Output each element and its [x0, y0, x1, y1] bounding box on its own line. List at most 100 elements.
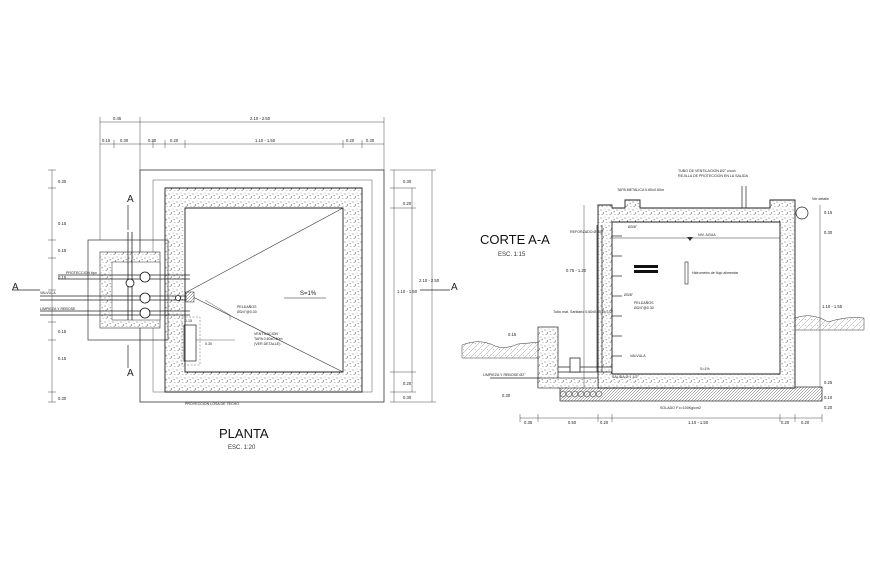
plan-label-030: 0.30: [205, 342, 212, 346]
section-bottom-dim-4: 0.20: [781, 420, 790, 425]
base-solado: [559, 386, 823, 402]
access-hatch: [183, 324, 197, 362]
tank-walls: [164, 187, 363, 393]
plan-dim-left-5: 0.15: [58, 356, 67, 361]
plan-label-detail: (VER DETALLE): [254, 342, 281, 346]
plan-scale: ESC. 1:20: [228, 445, 256, 451]
plan-dim-right-mid: 1.10 - 1.50: [397, 289, 418, 294]
plan-bottom-note: PROYECCION LOSA DE TECHO: [185, 402, 239, 406]
plan-label-015: 0.15: [185, 319, 192, 323]
section-label-reinforced: REFORZADO Ø 3/8": [570, 230, 604, 234]
section-dim-height: 0.75 - 1.20: [566, 268, 587, 273]
plan-pipes: [40, 232, 190, 320]
plan-left-dims: [48, 169, 56, 403]
valves: [125, 271, 181, 319]
section-dim-left2: 0.30: [502, 393, 511, 398]
section-title: CORTE A-A: [480, 232, 550, 247]
section-dim-010: 0.10: [824, 395, 833, 400]
plan-dim-r2-4: 1.10 - 1.50: [255, 138, 276, 143]
section-walls: [597, 199, 796, 389]
plan-dim-right-3: 0.30: [403, 395, 412, 400]
vent-cap: [795, 206, 809, 220]
section-bottom-dim-2: 0.20: [600, 420, 609, 425]
plan-dim-right-1: 0.20: [403, 201, 412, 206]
section-label-float: Hidrometro de flujo alimentar: [692, 271, 739, 275]
section-mark-a-left: A: [12, 282, 19, 293]
section-pipes: [490, 186, 747, 379]
plan-label-steps: PELDAÑOS: [237, 304, 257, 309]
section-mark-a-right: A: [451, 282, 458, 293]
access-hatch-dashed: [181, 316, 201, 366]
section-dim-side: 1.10 - 1.55: [822, 304, 843, 309]
plan-right-dims: [390, 169, 436, 403]
section-label-cover: TAPA METALICA 0.60x0.60m: [617, 188, 664, 192]
section-dim-025: 0.25: [824, 380, 833, 385]
plan-label-ventilation: VENTILACION: [254, 332, 278, 336]
section-label-cleaning: LIMPIEZA Y REBOSE Ø2": [483, 373, 526, 377]
section-bottom-dim-1: 0.50: [568, 420, 577, 425]
plan-dim-left-4: 0.15: [58, 329, 67, 334]
section-label-base: SOLADO F'c=100Kg/cm2: [660, 406, 701, 410]
plan-title: PLANTA: [219, 426, 269, 441]
section-label-outlet: SALIDA Ø 1 1/2": [612, 375, 639, 379]
plan-slope: S=1%: [300, 291, 317, 297]
ground-right: [794, 315, 865, 331]
section-label-vent-pipe: TUBO DE VENTILACION Ø2" c/con: [678, 169, 736, 173]
plan-dim-left-0: 0.30: [58, 179, 67, 184]
float-valve: [684, 261, 689, 285]
section-dim-vent: 0.30: [824, 230, 833, 235]
valve-chamber-floor: [537, 377, 599, 389]
step-irons: [612, 235, 622, 357]
plan-dim-r2-3: 0.20: [170, 138, 179, 143]
plan-dim-left-6: 0.30: [58, 396, 67, 401]
plan-dim-right-2: 0.20: [403, 381, 412, 386]
section-label-valve: VALVULA: [630, 354, 646, 358]
section-bottom-dim-5: 0.20: [801, 420, 810, 425]
section-label-slope: S=1%: [700, 367, 710, 371]
section-mark-a-top: A: [127, 194, 134, 205]
plan-top-dims: [99, 117, 385, 240]
ground-left: [461, 341, 541, 359]
plan-dim-left-3: 0.15: [58, 275, 67, 280]
section-mark-a-bottom: A: [127, 368, 134, 379]
wall-penetration: [185, 291, 195, 303]
slab-diagonal-2: [184, 292, 344, 373]
plan-dim-r2-0: 0.15: [102, 138, 111, 143]
plan-label-step-size: Ø3/4"@0.30: [237, 310, 257, 314]
plan-section-marks: [12, 205, 450, 368]
plan-dim-r2-1: 0.30: [120, 138, 129, 143]
valve-box-cavity: [111, 261, 161, 321]
section-bottom-dim-0: 0.35: [524, 420, 533, 425]
section-label-step-size: Ø3/4"@0.30: [634, 306, 654, 310]
plan-view: A A A A S=1% PROTECCION tipo VALVULA LIM…: [12, 116, 458, 451]
plan-label-cleaning: LIMPIEZA Y REBOSE: [40, 307, 76, 311]
plan-dim-right-outer: 2.10 - 2.50: [419, 278, 440, 283]
plan-dim-r2-2: 0.30: [148, 138, 157, 143]
slab-diagonal: [184, 207, 344, 294]
plan-label-cover: TAPA 0.60x0.60m: [254, 337, 282, 341]
section-view: TUBO DE VENTILACION Ø2" c/con REJILLA DE…: [461, 169, 865, 425]
plan-dim-left-1: 0.15: [58, 221, 67, 226]
section-label-vent-mesh: REJILLA DE PROTECCION EN LA SALIDA: [678, 174, 749, 178]
plan-label-protection: PROTECCION tipo: [66, 271, 97, 275]
section-label-rebar: Ø3/8": [628, 225, 638, 229]
plan-dim-left-2: 0.15: [58, 248, 67, 253]
plan-dim-r2-5: 0.20: [346, 138, 355, 143]
section-dim-020: 0.20: [824, 405, 833, 410]
section-scale: ESC. 1:15: [498, 252, 526, 258]
section-label-inlet: Tubo mat. Sanitario 0.60x0.60 Ø=1/2": [553, 310, 614, 314]
plan-label-valve: VALVULA: [40, 291, 56, 295]
plan-dim-r2-6: 0.30: [366, 138, 375, 143]
section-dim-top: 0.15: [824, 210, 833, 215]
section-dim-left1: 0.15: [508, 332, 517, 337]
section-dims: [519, 205, 823, 422]
gravel: [559, 390, 603, 398]
outlet-valve: [569, 357, 581, 373]
section-bottom-dim-3: 1.10 - 1.50: [688, 420, 709, 425]
plan-dim-top-045: 0.45: [113, 116, 122, 121]
plan-dim-top-total: 2.10 - 2.50: [250, 116, 271, 121]
section-label-water: NIV. AGUA: [698, 233, 716, 237]
black-bars: [634, 265, 658, 268]
plan-dim-right-0: 0.30: [403, 179, 412, 184]
